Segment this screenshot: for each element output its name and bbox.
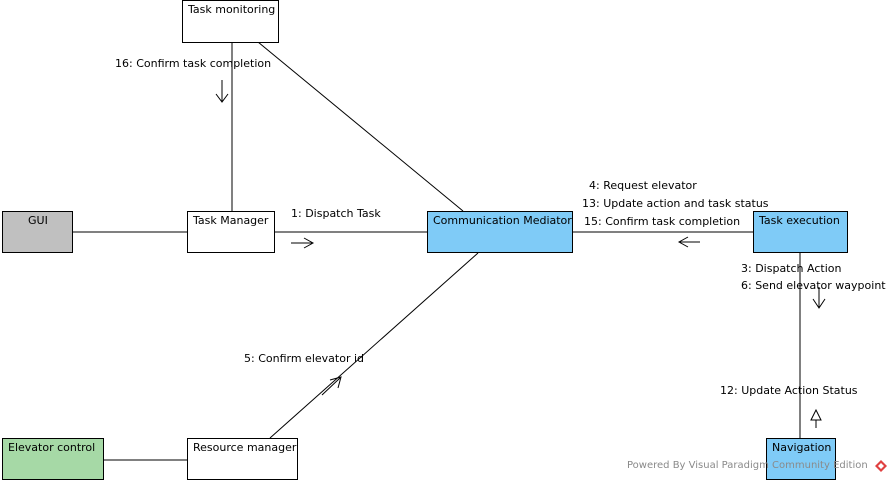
powered-by-watermark: Powered By Visual Paradigm Community Edi… <box>627 460 868 471</box>
message-16: 16: Confirm task completion <box>115 57 272 70</box>
object-task-manager[interactable]: Task Manager <box>187 211 275 253</box>
message-12: 12: Update Action Status <box>720 384 858 397</box>
link-mediator-resource <box>269 252 479 439</box>
message-13: 13: Update action and task status <box>582 197 769 210</box>
message-1: 1: Dispatch Task <box>291 207 381 220</box>
object-navigation[interactable]: Navigation <box>766 438 836 480</box>
message-4: 4: Request elevator <box>589 179 697 192</box>
visual-paradigm-logo-icon <box>875 460 887 472</box>
object-label: Navigation <box>772 441 832 454</box>
link-monitoring-mediator <box>257 41 464 212</box>
object-label: Communication Mediator <box>433 214 572 227</box>
object-resource-manager[interactable]: Resource manager <box>187 438 298 480</box>
message-5: 5: Confirm elevator id <box>244 352 364 365</box>
object-task-execution[interactable]: Task execution <box>753 211 848 253</box>
object-label: Task Manager <box>193 214 269 227</box>
object-communication-mediator[interactable]: Communication Mediator <box>427 211 573 253</box>
object-label: Elevator control <box>8 441 96 454</box>
object-label: Resource manager <box>193 441 297 454</box>
message-3: 3: Dispatch Action <box>741 262 842 275</box>
object-label: GUI <box>28 214 48 227</box>
message-6: 6: Send elevator waypoint <box>741 279 886 292</box>
message-15: 15: Confirm task completion <box>584 215 741 228</box>
object-label: Task monitoring <box>188 3 276 16</box>
arrow-5-diag <box>321 377 341 396</box>
object-elevator-control[interactable]: Elevator control <box>2 438 104 480</box>
object-label: Task execution <box>759 214 840 227</box>
object-gui[interactable]: GUI <box>2 211 73 253</box>
object-task-monitoring[interactable]: Task monitoring <box>182 0 279 43</box>
